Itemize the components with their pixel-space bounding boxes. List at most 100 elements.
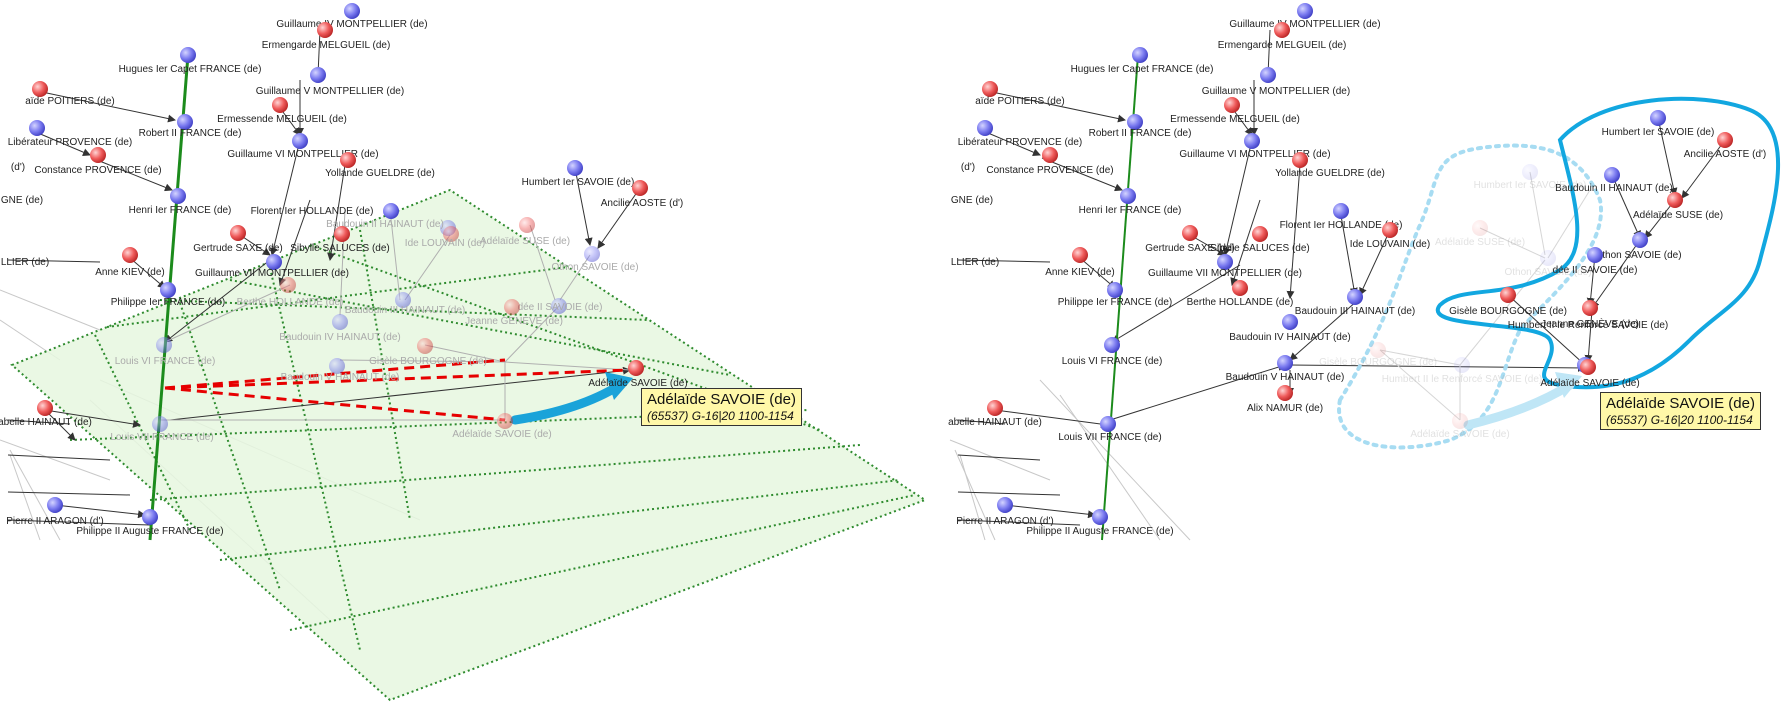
node-anne-kiev-de[interactable] [122, 247, 138, 263]
node-gertrude-saxe-de[interactable] [230, 225, 246, 241]
node-label: Louis VI FRANCE (de) [115, 356, 216, 367]
node-florent-ier-hollande-de[interactable] [383, 203, 399, 219]
node-label: Yollande GUELDRE (de) [325, 168, 435, 179]
node-label: Adélaïde SUSE (de) [1435, 237, 1525, 248]
node-label: Philippe Ier FRANCE (de) [1058, 297, 1172, 308]
node-guillaume-iv-montpellier-de[interactable] [344, 3, 360, 19]
node-hugues-ier-capet-france-de[interactable] [180, 47, 196, 63]
node-adelaide-savoie-de[interactable] [497, 413, 513, 429]
node-alix-namur-de[interactable] [1277, 385, 1293, 401]
node-sibylle-saluces-de[interactable] [334, 226, 350, 242]
node-sibylle-saluces-de[interactable] [1252, 226, 1268, 242]
node-guillaume-vi-montpellier-de[interactable] [1244, 133, 1260, 149]
node-ide-louvain-de[interactable] [443, 226, 459, 242]
node-humbert-ier-savoie-de[interactable] [1650, 110, 1666, 126]
node-dee-ii-savoie-de[interactable] [551, 298, 567, 314]
node-label: Othon SAVOIE (de) [1504, 267, 1591, 278]
node-humbert-ier-savoie-de[interactable] [1522, 164, 1538, 180]
node-philippe-ier-france-de[interactable] [160, 282, 176, 298]
node-ermessende-melgueil-de[interactable] [272, 97, 288, 113]
node-baudouin-iii-hainaut-de[interactable] [1347, 289, 1363, 305]
node-guillaume-vii-montpellier-de[interactable] [266, 254, 282, 270]
node-ancilie-aoste-d[interactable] [632, 180, 648, 196]
callout-details: (65537) G-16|20 1100-1154 [1606, 413, 1753, 427]
node-berthe-hollande-de[interactable] [280, 277, 296, 293]
node-label: Pierre II ARAGON (d') [956, 516, 1054, 527]
node-jeanne-geneve-de[interactable] [504, 299, 520, 315]
node-ancilie-aoste-d[interactable] [1717, 132, 1733, 148]
node-label: Robert II FRANCE (de) [1089, 128, 1192, 139]
node-henri-ier-france-de[interactable] [1120, 188, 1136, 204]
node-berthe-hollande-de[interactable] [1232, 280, 1248, 296]
node-label: Gisèle BOURGOGNE (de) [1449, 306, 1567, 317]
node-baudouin-iv-hainaut-de[interactable] [1282, 314, 1298, 330]
node-yollande-gueldre-de[interactable] [340, 152, 356, 168]
node-gertrude-saxe-de[interactable] [1182, 225, 1198, 241]
node-adelaide-savoie-de[interactable] [1580, 359, 1596, 375]
node-aide-poitiers-de[interactable] [32, 81, 48, 97]
node-adelaide-savoie-de[interactable] [628, 360, 644, 376]
node-adelaide-suse-de[interactable] [519, 217, 535, 233]
node-robert-ii-france-de[interactable] [177, 114, 193, 130]
node-baudouin-iii-hainaut-de[interactable] [395, 292, 411, 308]
node-guillaume-iv-montpellier-de[interactable] [1297, 3, 1313, 19]
node-louis-vi-france-de[interactable] [1104, 337, 1120, 353]
node-liberateur-provence-de[interactable] [977, 120, 993, 136]
node-guillaume-vii-montpellier-de[interactable] [1217, 254, 1233, 270]
node-baudouin-v-hainaut-de[interactable] [1277, 355, 1293, 371]
node-label: Philippe Ier FRANCE (de) [111, 297, 225, 308]
node-henri-ier-france-de[interactable] [170, 188, 186, 204]
node-abelle-hainaut-de[interactable] [37, 400, 53, 416]
node-pierre-ii-aragon-d[interactable] [47, 497, 63, 513]
node-ermessende-melgueil-de[interactable] [1224, 97, 1240, 113]
node-label: Henri Ier FRANCE (de) [1079, 205, 1182, 216]
node-baudouin-v-hainaut-de[interactable] [329, 358, 345, 374]
node-othon-savoie-de[interactable] [584, 246, 600, 262]
node-gisele-bourgogne-de[interactable] [417, 338, 433, 354]
node-aide-poitiers-de[interactable] [982, 81, 998, 97]
node-liberateur-provence-de[interactable] [29, 120, 45, 136]
node-hugues-ier-capet-france-de[interactable] [1132, 47, 1148, 63]
node-yollande-gueldre-de[interactable] [1292, 152, 1308, 168]
node-baudouin-iv-hainaut-de[interactable] [332, 314, 348, 330]
node-ermengarde-melgueil-de[interactable] [1274, 22, 1290, 38]
node-louis-vii-france-de[interactable] [152, 416, 168, 432]
node-robert-ii-france-de[interactable] [1127, 114, 1143, 130]
node-anne-kiev-de[interactable] [1072, 247, 1088, 263]
node-philippe-ii-auguste-france-de[interactable] [1092, 509, 1108, 525]
node-dee-ii-savoie-de[interactable] [1587, 247, 1603, 263]
node-gisele-bourgogne-de[interactable] [1500, 287, 1516, 303]
node-philippe-ier-france-de[interactable] [1107, 282, 1123, 298]
node-constance-provence-de[interactable] [90, 147, 106, 163]
node-jeanne-geneve-de[interactable] [1582, 300, 1598, 316]
node-label: Guillaume VI MONTPELLIER (de) [227, 149, 378, 160]
node-label: Ermessende MELGUEIL (de) [1170, 114, 1300, 125]
node-baudouin-ii-hainaut-de[interactable] [1604, 167, 1620, 183]
node-adelaide-suse-de[interactable] [1667, 192, 1683, 208]
node-constance-provence-de[interactable] [1042, 147, 1058, 163]
node-pierre-ii-aragon-d[interactable] [997, 497, 1013, 513]
node-guillaume-v-montpellier-de[interactable] [1260, 67, 1276, 83]
node-abelle-hainaut-de[interactable] [987, 400, 1003, 416]
node-adelaide-savoie-de[interactable] [1452, 413, 1468, 429]
node-guillaume-vi-montpellier-de[interactable] [292, 133, 308, 149]
node-label: Guillaume V MONTPELLIER (de) [256, 86, 404, 97]
node-adelaide-suse-de[interactable] [1472, 220, 1488, 236]
node-florent-ier-hollande-de[interactable] [1333, 203, 1349, 219]
node-guillaume-v-montpellier-de[interactable] [310, 67, 326, 83]
node-othon-savoie-de[interactable] [1632, 232, 1648, 248]
node-label: Constance PROVENCE (de) [34, 165, 161, 176]
node-ermengarde-melgueil-de[interactable] [317, 22, 333, 38]
node-humbert-ii-le-renforce-savoie-de[interactable] [1454, 357, 1470, 373]
node-label: Ancilie AOSTE (d') [601, 198, 684, 209]
node-othon-savoie-de[interactable] [1540, 250, 1556, 266]
node-louis-vi-france-de[interactable] [156, 337, 172, 353]
node-louis-vii-france-de[interactable] [1100, 416, 1116, 432]
node-label: Humbert Ier SAVOIE (de) [1474, 180, 1587, 191]
node-label: (d') [961, 162, 975, 173]
node-ide-louvain-de[interactable] [1382, 222, 1398, 238]
node-humbert-ier-savoie-de[interactable] [567, 160, 583, 176]
node-philippe-ii-auguste-france-de[interactable] [142, 509, 158, 525]
node-gisele-bourgogne-de[interactable] [1370, 342, 1386, 358]
node-label: Guillaume IV MONTPELLIER (de) [1229, 19, 1380, 30]
